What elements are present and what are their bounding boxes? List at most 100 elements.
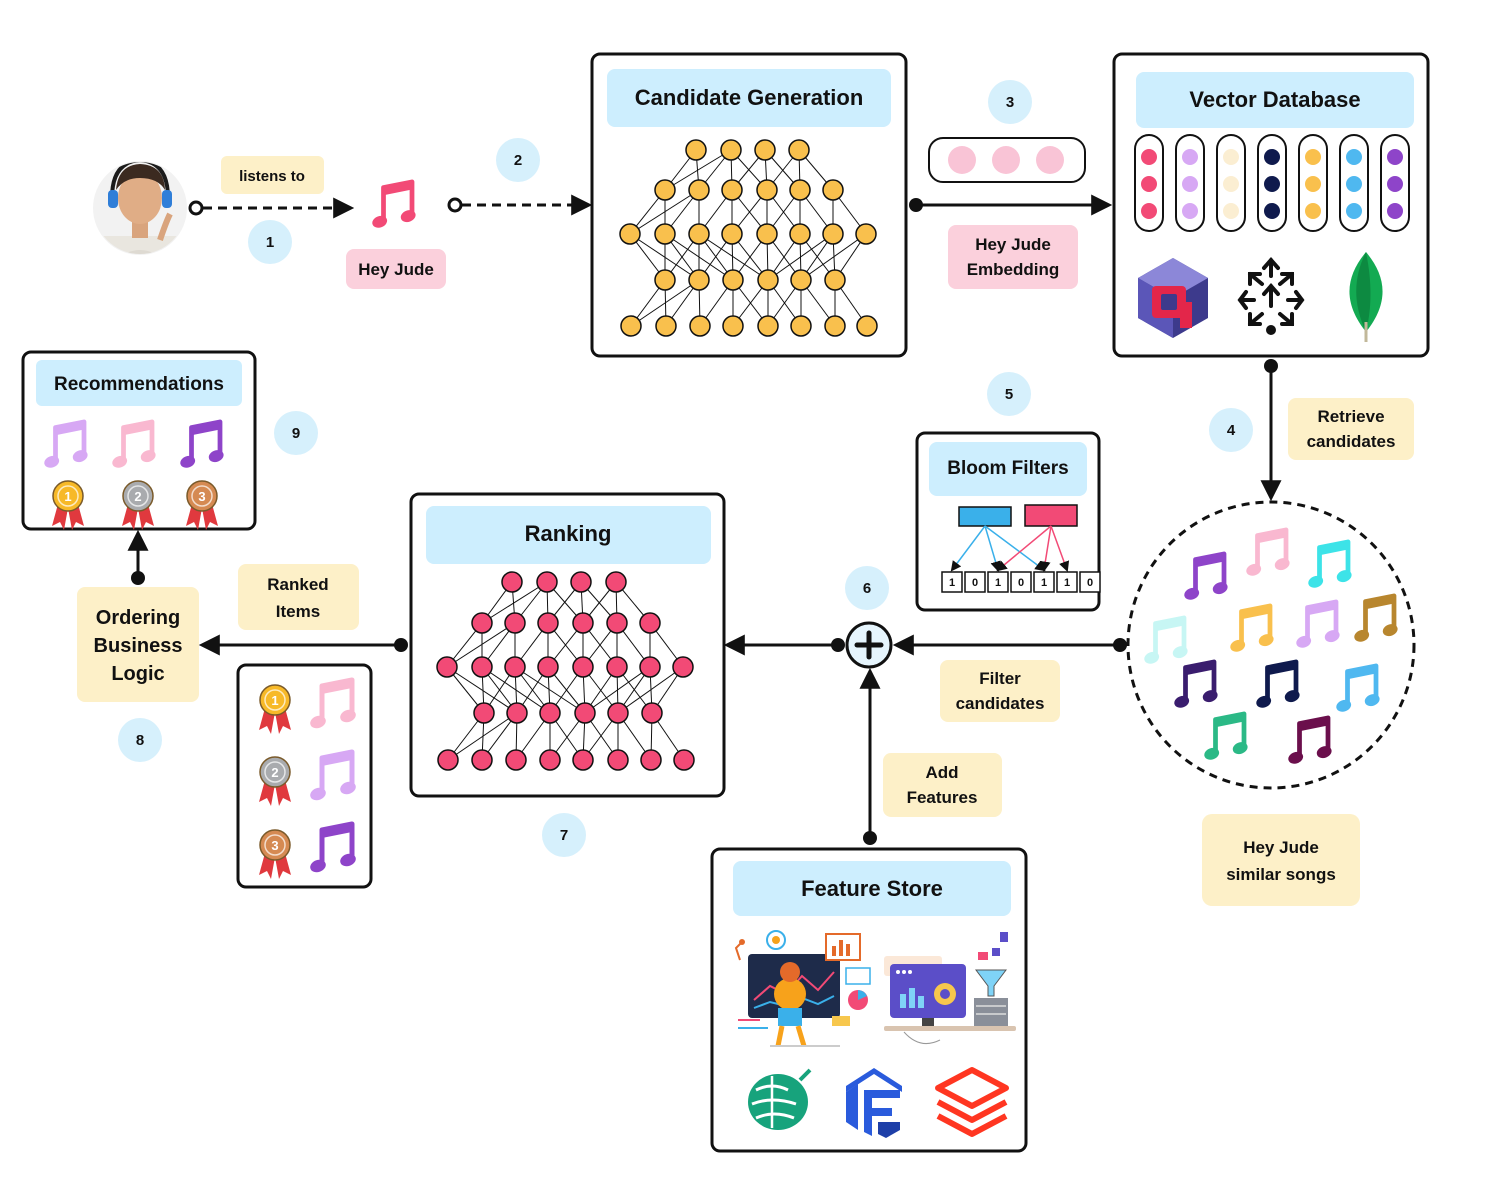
net-node — [756, 179, 778, 201]
step-number: 1 — [266, 234, 274, 251]
net-edge — [584, 666, 651, 714]
step-number: 7 — [560, 827, 568, 844]
bronze-medal-icon: 3 — [259, 829, 291, 879]
embedding-dot — [1182, 203, 1198, 219]
mongodb-leaf-icon — [1349, 252, 1383, 342]
step-bubble-7: 7 — [542, 813, 586, 857]
connector-candidate-generation-to-vector-db — [909, 194, 1113, 216]
net-node — [855, 223, 877, 245]
filter-candidates-label: Filter candidates — [940, 660, 1060, 722]
ordering-line-3: Logic — [111, 663, 164, 685]
hopsworks-logo-icon — [748, 1068, 812, 1130]
bloom-filters-title: Bloom Filters — [947, 458, 1068, 479]
net-node — [641, 702, 663, 724]
music-note-icon — [1256, 659, 1300, 708]
hash-arrow — [1040, 525, 1052, 573]
medal-rank: 1 — [271, 693, 278, 708]
net-node — [606, 612, 628, 634]
step-number: 9 — [292, 425, 300, 442]
add-features-line-1: Add — [925, 763, 958, 782]
connector-ranking-to-ordering — [198, 634, 408, 656]
connector-feature-store-to-combine — [859, 667, 881, 845]
candidate-generation-neural-net — [619, 139, 878, 337]
net-node — [639, 612, 661, 634]
step-number: 5 — [1005, 386, 1013, 403]
bit-cell — [1056, 571, 1078, 593]
connector-vector-db-to-candidates — [1260, 359, 1282, 502]
hey-jude-text: Hey Jude — [358, 260, 434, 279]
music-note-icon — [310, 821, 356, 873]
hash-arrow — [984, 525, 1001, 573]
bit-value: 1 — [1064, 577, 1070, 589]
net-edge — [446, 622, 516, 668]
net-node — [572, 656, 594, 678]
retrieve-candidates-label: Retrieve candidates — [1288, 398, 1414, 460]
music-note-icon — [1336, 663, 1380, 712]
embedding-dot — [1305, 149, 1321, 165]
net-edge — [514, 666, 586, 714]
music-note-icon — [310, 749, 356, 801]
connector-ordering-to-recommendations — [127, 529, 149, 585]
music-note-icon — [1144, 615, 1188, 664]
recommendations-title: Recommendations — [54, 374, 224, 395]
net-node — [574, 702, 596, 724]
embedding-dot — [1182, 149, 1198, 165]
bit-cell — [964, 571, 986, 593]
embedding-label-line-2: Embedding — [967, 260, 1060, 279]
embedding-dot — [1346, 203, 1362, 219]
net-node — [757, 269, 779, 291]
net-edge — [447, 712, 518, 761]
hey-jude-label: Hey Jude — [346, 249, 446, 289]
net-node — [539, 749, 561, 771]
connector-combine-to-ranking — [723, 634, 845, 656]
net-edge — [481, 581, 548, 624]
vector-database-embeddings — [1134, 134, 1410, 232]
retrieve-label-line-2: candidates — [1307, 432, 1396, 451]
net-edge — [664, 149, 732, 191]
music-note-icon — [44, 419, 88, 468]
net-node — [722, 269, 744, 291]
net-node — [720, 139, 742, 161]
bit-value: 0 — [1018, 577, 1024, 589]
medal-rank: 2 — [271, 765, 278, 780]
embedding-dot — [1305, 203, 1321, 219]
step-bubble-4: 4 — [1209, 408, 1253, 452]
listens-to-label: listens to — [221, 156, 324, 194]
ranked-items-line-2: Items — [276, 602, 320, 621]
gold-medal-icon: 1 — [259, 684, 291, 734]
net-node — [824, 269, 846, 291]
net-edge — [446, 666, 518, 714]
net-node — [754, 139, 776, 161]
bit-value: 0 — [1087, 577, 1093, 589]
combine-plus-node — [845, 621, 893, 669]
hash-arrow — [1050, 525, 1070, 572]
medal-rank: 3 — [271, 838, 278, 853]
net-node — [504, 612, 526, 634]
net-node — [539, 702, 561, 724]
feature-store-title: Feature Store — [801, 876, 943, 901]
silver-medal-icon: 2 — [122, 480, 154, 530]
net-node — [790, 315, 812, 337]
net-node — [537, 612, 559, 634]
qdrant-logo-icon — [1138, 258, 1208, 338]
net-node — [506, 702, 528, 724]
retrieved-candidates-circle — [1126, 500, 1416, 790]
song-music-note-icon — [372, 179, 416, 228]
net-node — [471, 749, 493, 771]
connector-candidates-to-combine — [892, 634, 1127, 656]
ranking-neural-net — [436, 571, 695, 771]
ranking-title: Ranking — [525, 521, 612, 546]
net-node — [620, 315, 642, 337]
bit-value: 1 — [949, 577, 955, 589]
net-edge — [698, 233, 769, 281]
net-node — [688, 179, 710, 201]
net-node — [789, 179, 811, 201]
embedding-label-line-1: Hey Jude — [975, 235, 1051, 254]
net-node — [824, 315, 846, 337]
net-node — [655, 315, 677, 337]
embedding-dot — [1223, 176, 1239, 192]
net-node — [607, 702, 629, 724]
